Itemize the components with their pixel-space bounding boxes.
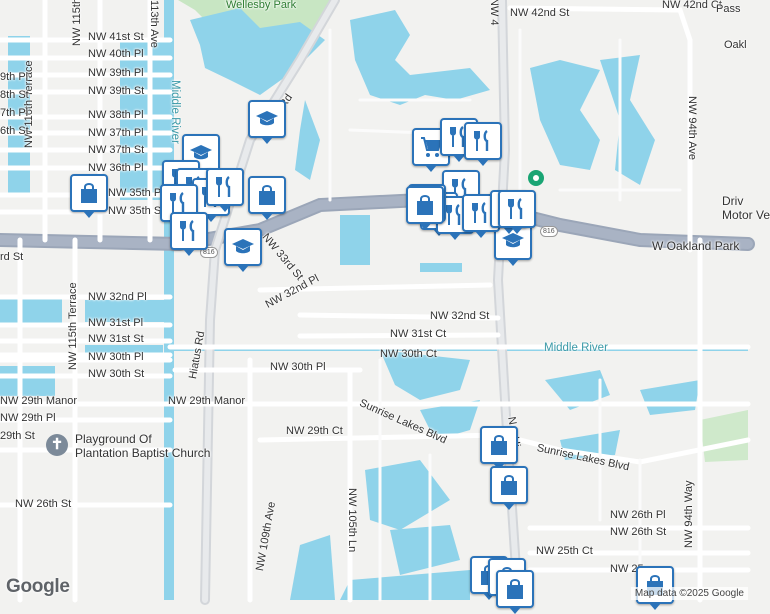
school-icon: [231, 235, 255, 259]
street-label: 113th Ave: [148, 0, 160, 48]
restaurant-icon: [177, 219, 201, 243]
school-marker[interactable]: [224, 228, 262, 272]
shopping-bag-marker[interactable]: [406, 186, 444, 230]
shopping-bag-marker[interactable]: [70, 174, 108, 218]
street-label: NW 31st Ct: [390, 328, 447, 340]
shopping-bag-icon: [255, 183, 279, 207]
street-label: NW 42nd St: [510, 7, 570, 19]
church-label[interactable]: Playground Of Plantation Baptist Church: [75, 432, 211, 460]
restaurant-icon: [471, 129, 495, 153]
shopping-bag-icon: [77, 181, 101, 205]
restaurant-icon: [447, 125, 471, 149]
street-label: NW 31st St: [88, 333, 144, 345]
street-label: NW 29th Ct: [286, 425, 343, 437]
street-label: NW 36th Pl: [88, 162, 144, 174]
place-label: Pass: [716, 3, 741, 15]
shopping-bag-icon: [487, 433, 511, 457]
shopping-bag-icon: [497, 473, 521, 497]
street-label: 6th St: [0, 125, 29, 137]
shopping-bag-marker[interactable]: [490, 466, 528, 510]
street-label: NW 105th Ln: [346, 488, 358, 553]
street-label: NW 30th St: [88, 368, 145, 380]
shopping-bag-icon: [413, 193, 437, 217]
street-label: NW 30th Pl: [88, 351, 144, 363]
restaurant-marker[interactable]: [464, 122, 502, 166]
shopping-cart-icon: [419, 135, 443, 159]
restaurant-marker[interactable]: [498, 190, 536, 234]
shopping-bag-marker[interactable]: [496, 570, 534, 614]
street-label: NW 94th Way: [683, 480, 695, 548]
place-pin-icon[interactable]: [528, 170, 544, 186]
street-label: NW 39th St: [88, 85, 145, 97]
river-label: Middle River: [169, 80, 181, 144]
street-label: NW 37th Pl: [88, 127, 144, 139]
street-label: NW 25th Ct: [536, 545, 593, 557]
street-label: NW 37th St: [88, 144, 145, 156]
street-label: NW 35th St: [108, 205, 165, 217]
school-icon: [189, 141, 213, 165]
street-label: NW 26th Pl: [610, 509, 666, 521]
street-label: NW 29th Manor: [168, 395, 246, 407]
restaurant-marker[interactable]: [170, 212, 208, 256]
school-icon: [255, 107, 279, 131]
street-label: 8th St: [0, 89, 29, 101]
route-shield: 816: [540, 226, 558, 237]
street-label: NW 42nd Ct: [662, 0, 722, 11]
business-label: Driv Motor Ve: [722, 194, 770, 222]
restaurant-icon: [213, 175, 237, 199]
street-label: NW 32nd St: [430, 310, 490, 322]
street-label: NW 39th Pl: [88, 67, 144, 79]
street-label: NW 30th Pl: [270, 361, 326, 373]
street-label: NW 26th St: [610, 526, 667, 538]
street-label: NW 26th St: [15, 498, 72, 510]
route-shield: 816: [200, 247, 218, 258]
restaurant-icon: [505, 197, 529, 221]
restaurant-icon: [443, 203, 467, 227]
street-label: NW 35th Pl: [108, 187, 164, 199]
street-label: W Oakland Park: [652, 239, 740, 253]
shopping-bag-icon: [503, 577, 527, 601]
street-label: 7th Pl: [0, 107, 29, 119]
restaurant-icon: [469, 201, 493, 225]
street-label: 29th St: [0, 430, 35, 442]
street-label: NW 25: [610, 563, 644, 575]
street-label: NW 31st Pl: [88, 317, 144, 329]
school-marker[interactable]: [248, 100, 286, 144]
street-label: NW 38th Pl: [88, 109, 144, 121]
map-attribution[interactable]: Map data ©2025 Google: [630, 587, 748, 600]
street-label: rd St: [0, 251, 24, 263]
street-label: NW 115th Terrace: [67, 282, 79, 370]
school-icon: [501, 229, 525, 253]
park-label: Wellesby Park: [226, 0, 297, 11]
shopping-bag-marker[interactable]: [248, 176, 286, 220]
street-label: NW 40th Pl: [88, 48, 144, 60]
street-label: NW 4: [488, 0, 500, 26]
place-label: Oakl: [724, 39, 747, 51]
street-label: NW 29th Manor: [0, 395, 78, 407]
street-label: NW 30th Ct: [380, 348, 437, 360]
shopping-bag-marker[interactable]: [480, 426, 518, 470]
river-label: Middle River: [544, 342, 608, 354]
street-label: 9th Pl: [0, 71, 29, 83]
restaurant-icon: [167, 191, 191, 215]
street-label: NW 94th Ave: [686, 96, 698, 160]
restaurant-marker[interactable]: [206, 168, 244, 212]
street-label: NW 41st St: [88, 31, 144, 43]
street-label: NW 115th Terrace: [71, 0, 83, 46]
google-logo: Google: [6, 576, 70, 597]
street-label: NW 29th Pl: [0, 412, 56, 424]
church-icon[interactable]: ✝: [46, 434, 68, 456]
street-label: NW 32nd Pl: [88, 291, 147, 303]
